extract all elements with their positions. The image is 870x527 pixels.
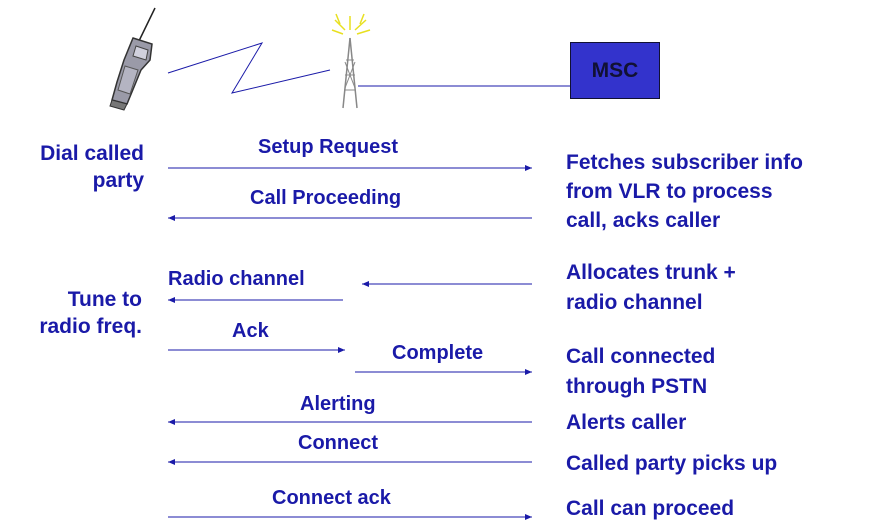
caller-action-dial: Dial called party (40, 142, 144, 192)
msc-action-allocate-trunk: Allocates trunk + radio channel (566, 261, 736, 314)
radio-link (167, 42, 331, 94)
msc-action-call-can-proceed: Call can proceed (566, 497, 735, 520)
message-label-alerting: Alerting (300, 393, 376, 415)
message-label-ack: Ack (232, 320, 269, 342)
msc-action-alerts-caller: Alerts caller (566, 411, 687, 434)
message-label-setup-request: Setup Request (258, 136, 399, 158)
caller-action-tune: Tune to radio freq. (39, 288, 142, 338)
msc-action-call-connected: Call connected through PSTN (566, 345, 716, 398)
msc-label: MSC (591, 58, 639, 82)
message-label-connect-ack: Connect ack (272, 487, 391, 509)
msc-action-fetch-subscriber: Fetches subscriber info from VLR to proc… (566, 151, 803, 232)
message-label-call-proceeding: Call Proceeding (250, 187, 402, 209)
message-label-radio-channel: Radio channel (168, 268, 305, 290)
signal-waves (331, 13, 371, 35)
msc-action-called-party-picks-up: Called party picks up (566, 452, 778, 475)
message-label-complete: Complete (392, 342, 484, 364)
message-label-connect: Connect (298, 432, 378, 454)
radio-tower-icon (342, 37, 358, 109)
msc-node: MSC (570, 42, 660, 99)
mobile-phone-icon (109, 7, 156, 111)
